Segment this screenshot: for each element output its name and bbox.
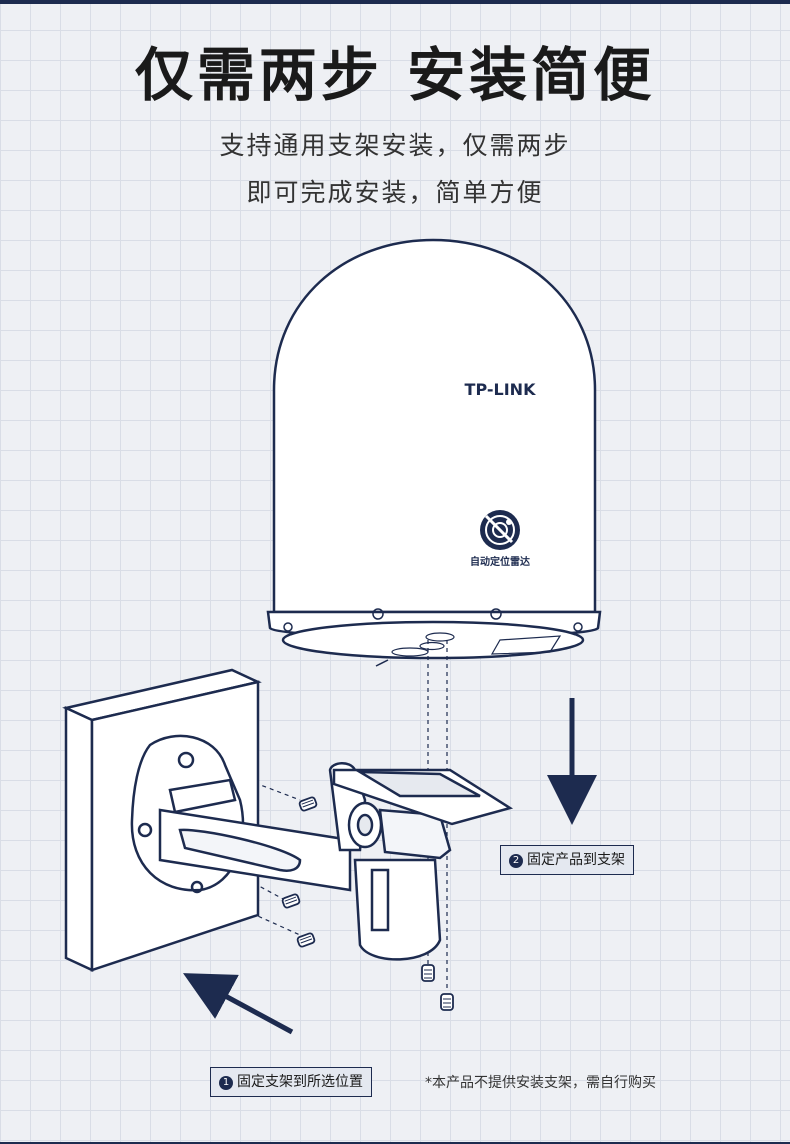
camera-dome [266, 238, 602, 667]
subtitle-line-2: 即可完成安装，简单方便 [246, 178, 544, 207]
screw [298, 796, 318, 812]
screw [281, 893, 301, 909]
step-label-text: 固定产品到支架 [527, 852, 625, 868]
step-number-badge: 1 [219, 1076, 233, 1090]
subtitle-line-1: 支持通用支架安装，仅需两步 [219, 131, 571, 160]
step-number-badge: 2 [509, 854, 523, 868]
bottom-divider [0, 1142, 790, 1144]
screw [421, 964, 435, 982]
wall-bracket [130, 734, 514, 961]
radar-badge-label: 自动定位雷达 [470, 555, 530, 568]
page-title: 仅需两步 安装简便 [134, 41, 656, 109]
bracket-disclaimer: *本产品不提供安装支架，需自行购买 [425, 1075, 656, 1091]
screw [440, 993, 454, 1011]
screw [296, 932, 316, 948]
brand-logo: TP-LINK [465, 380, 537, 399]
radar-icon [480, 510, 520, 550]
wall-arrow [183, 973, 294, 1035]
top-divider [0, 0, 790, 4]
step-1-label: 1 固定支架到所选位置 [210, 1067, 372, 1097]
step-2-label: 2 固定产品到支架 [500, 845, 634, 875]
screws [281, 796, 454, 1011]
step-label-text: 固定支架到所选位置 [237, 1074, 363, 1090]
